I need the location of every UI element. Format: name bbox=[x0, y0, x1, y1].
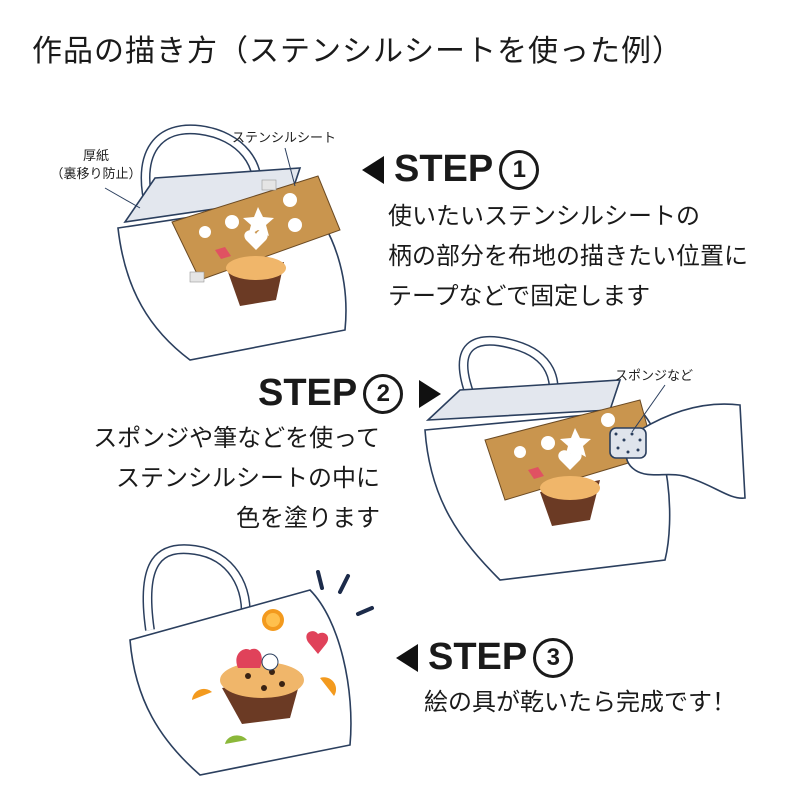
orange-half-right bbox=[320, 677, 337, 696]
step3-number: 3 bbox=[533, 637, 574, 678]
arrow-left-icon bbox=[396, 643, 418, 672]
step2-sponge-leader bbox=[631, 384, 666, 433]
step1-cupcake bbox=[226, 256, 286, 306]
orange-slice-top bbox=[262, 609, 284, 631]
kiwi-slice bbox=[225, 735, 247, 744]
strawberry-right bbox=[306, 631, 329, 654]
step1-number: 1 bbox=[499, 149, 540, 190]
step2-description: スポンジや筆などを使って ステンシルシートの中に 色を塗ります bbox=[93, 424, 380, 532]
step1-stencil-sheet bbox=[171, 175, 341, 283]
step3-description: 絵の具が乾いたら完成です！ bbox=[424, 688, 736, 716]
step2-number: 2 bbox=[363, 373, 404, 414]
step3-sparkle-lines bbox=[316, 570, 374, 616]
step1-description: 使いたいステンシルシートの 柄の部分を布地の描きたい位置に テープなどで固定しま… bbox=[388, 202, 748, 310]
orange-half-left bbox=[192, 688, 212, 700]
step2-heading: STEP 2 bbox=[258, 372, 442, 415]
step1-stencil-leader bbox=[284, 147, 296, 187]
strawberry-on-cupcake bbox=[236, 648, 262, 668]
page-title: 作品の描き方（ステンシルシートを使った例） bbox=[32, 34, 683, 69]
step1-board-leader bbox=[104, 187, 141, 209]
step3-heading: STEP 3 bbox=[396, 636, 574, 679]
step2-cupcake bbox=[540, 476, 600, 526]
step2-hand-with-sponge bbox=[609, 403, 746, 499]
step2-sponge-label: スポンジなど bbox=[615, 369, 694, 384]
arrow-left-icon bbox=[362, 155, 384, 184]
step1-board-label: 厚紙 （裏移り防止） bbox=[50, 149, 142, 182]
step1-stencil-label: ステンシルシート bbox=[232, 131, 337, 146]
arrow-right-icon bbox=[419, 379, 442, 408]
step1-heading: STEP 1 bbox=[362, 148, 540, 191]
step3-cupcake bbox=[220, 648, 304, 724]
